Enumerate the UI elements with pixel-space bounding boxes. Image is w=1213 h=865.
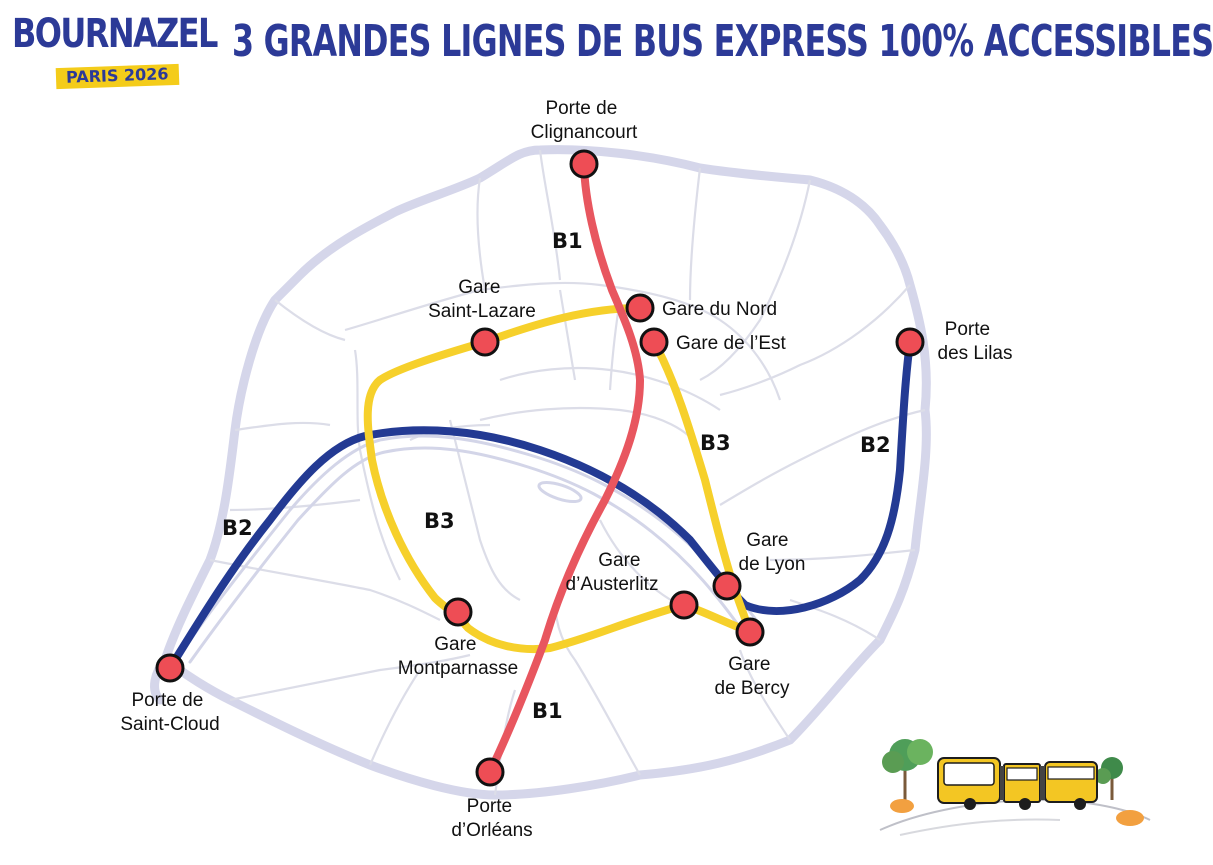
b2-label-east: B2: [860, 433, 891, 457]
articulated-bus-icon: [879, 739, 1151, 836]
label-montparnasse: Gare Montparnasse: [398, 634, 518, 679]
seine-river: [178, 434, 762, 664]
label-austerlitz: Gare d’Austerlitz: [566, 550, 659, 595]
station-marker-lilas[interactable]: [895, 327, 925, 357]
label-bercy: Gare de Bercy: [715, 654, 790, 699]
label-saint-cloud: Porte de Saint-Cloud: [120, 690, 219, 735]
label-gare-de-lyon: Gare de Lyon: [739, 530, 806, 575]
b3-label-west: B3: [424, 509, 455, 533]
label-saint-lazare: Gare Saint-Lazare: [428, 277, 536, 322]
b1-line: [486, 161, 644, 776]
b1-label-south: B1: [532, 699, 563, 723]
station-marker-bercy[interactable]: [735, 617, 765, 647]
logo-name: BOURNAZEL: [12, 11, 218, 57]
station-markers: [155, 149, 925, 787]
b2-label-west: B2: [222, 516, 253, 540]
station-marker-clignancourt[interactable]: [569, 149, 599, 179]
station-marker-gare-de-lyon[interactable]: [712, 571, 742, 601]
label-gare-du-nord: Gare du Nord: [662, 299, 777, 320]
label-lilas: Porte des Lilas: [938, 319, 1013, 364]
station-marker-orleans[interactable]: [475, 757, 505, 787]
station-marker-gare-du-nord[interactable]: [625, 293, 655, 323]
b1-label-north: B1: [552, 229, 583, 253]
station-marker-austerlitz[interactable]: [669, 590, 699, 620]
station-marker-gare-de-l-est[interactable]: [639, 327, 669, 357]
b2-line: [166, 338, 914, 672]
station-marker-montparnasse[interactable]: [443, 597, 473, 627]
b3-label-east: B3: [700, 431, 731, 455]
station-marker-saint-lazare[interactable]: [470, 327, 500, 357]
label-gare-de-l-est: Gare de l’Est: [676, 333, 787, 354]
arrondissement-lines: [209, 149, 926, 796]
label-clignancourt: Porte de Clignancourt: [531, 98, 638, 143]
bournazel-logo: BOURNAZEL PARIS 2026: [12, 14, 218, 94]
label-orleans: Porte d’Orléans: [451, 796, 532, 841]
station-marker-saint-cloud[interactable]: [155, 653, 185, 683]
